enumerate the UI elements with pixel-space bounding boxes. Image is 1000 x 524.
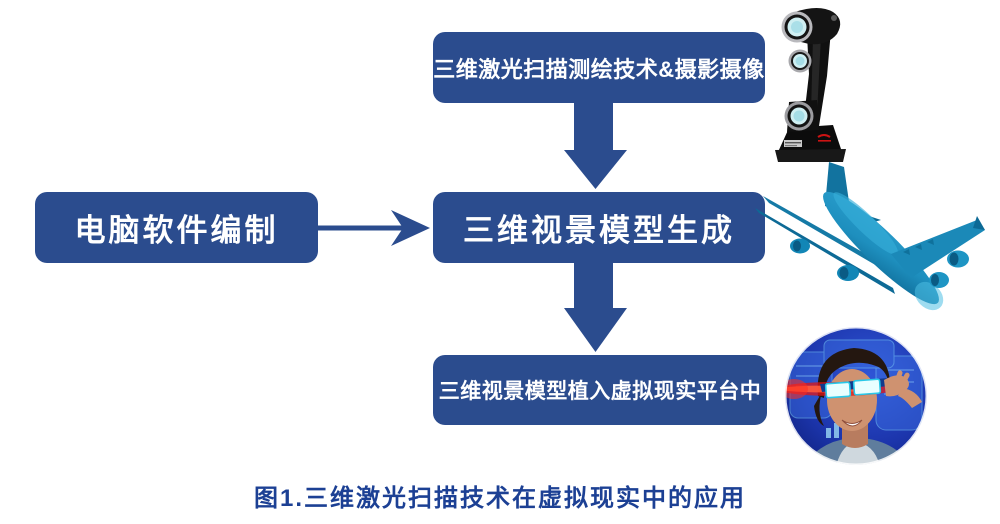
arrow-right-icon <box>316 210 430 246</box>
scanner-bottom-lens <box>784 101 814 131</box>
plane-right-wing <box>891 220 985 278</box>
airplane-3d-model-image <box>755 162 985 311</box>
arrow-down-1-icon <box>564 98 627 189</box>
scanner-top-lens <box>781 11 813 43</box>
scanner-middle-lens <box>788 49 812 73</box>
node-vr-platform-label: 三维视景模型植入虚拟现实平台中 <box>438 380 762 403</box>
node-model-gen: 三维视景模型生成 <box>433 192 765 263</box>
vr-glasses-user-image <box>784 326 928 466</box>
node-software-label: 电脑软件编制 <box>74 213 279 248</box>
node-scan-tech-label: 三维激光扫描测绘技术&摄影摄像 <box>433 56 765 82</box>
vr-user-hand <box>884 370 922 408</box>
3d-laser-scanner-image <box>775 8 846 162</box>
arrow-down-2-icon <box>564 260 627 352</box>
plane-left-wing <box>763 196 908 284</box>
node-model-gen-label: 三维视景模型生成 <box>463 213 735 248</box>
figure-caption: 图1.三维激光扫描技术在虚拟现实中的应用 <box>253 485 746 512</box>
node-vr-platform: 三维视景模型植入虚拟现实平台中 <box>433 355 767 425</box>
vr-glasses <box>820 378 890 399</box>
vr-user-face <box>827 369 877 431</box>
node-software: 电脑软件编制 <box>35 192 318 263</box>
node-scan-tech: 三维激光扫描测绘技术&摄影摄像 <box>433 32 765 103</box>
scanner-logo <box>817 134 831 138</box>
